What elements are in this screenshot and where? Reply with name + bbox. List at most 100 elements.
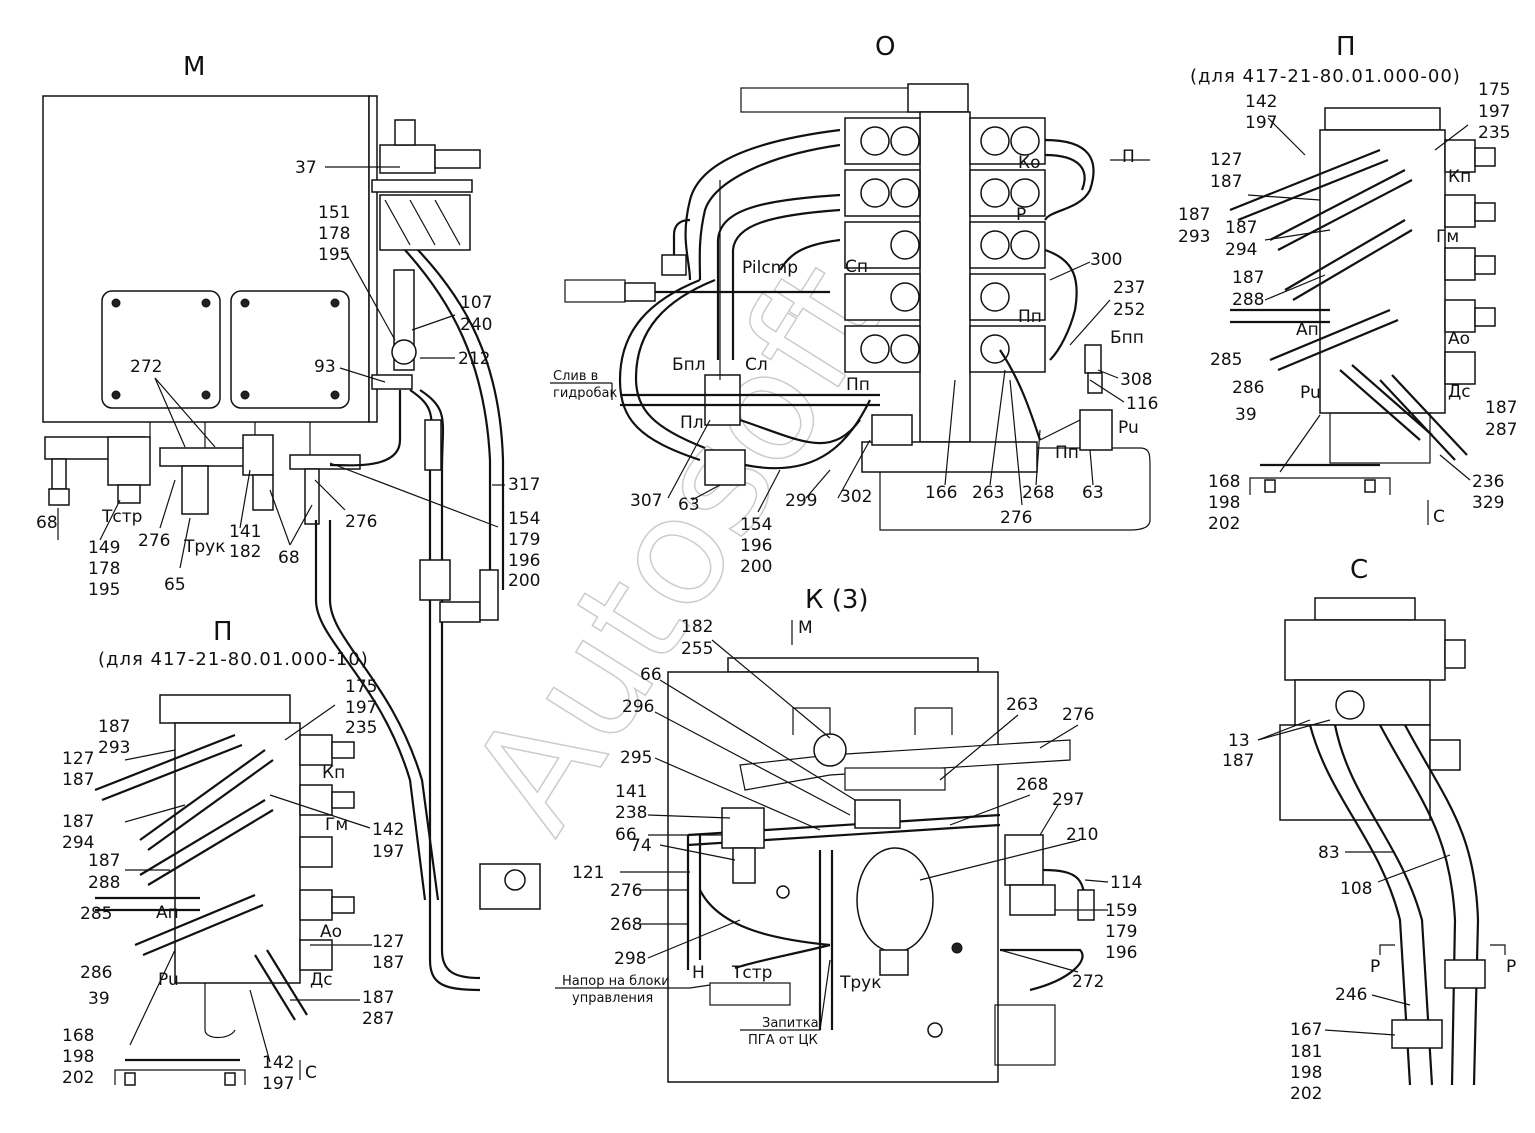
callout-187-c: 187 [1225, 218, 1257, 238]
label-tstr: Тстр [731, 963, 772, 983]
callout-197-b: 197 [1478, 102, 1510, 122]
callout-285: 285 [80, 904, 112, 924]
callout-235: 235 [1478, 123, 1510, 143]
callout-287: 287 [1485, 420, 1517, 440]
label-p-right: Р [1506, 957, 1516, 977]
callout-187-d: 187 [88, 851, 120, 871]
label-pp-right: Пп [1055, 443, 1079, 463]
callout-196: 196 [740, 536, 772, 556]
callout-121: 121 [572, 863, 604, 883]
callout-66: 66 [640, 665, 662, 685]
callout-141: 141 [229, 522, 261, 542]
callout-197-c: 197 [262, 1074, 294, 1094]
callout-329: 329 [1472, 493, 1504, 513]
callout-288: 288 [1232, 290, 1264, 310]
callout-65: 65 [164, 575, 186, 595]
view-o-title: О [875, 32, 895, 62]
callout-187-e: 187 [1485, 398, 1517, 418]
label-sl: Сл [745, 355, 768, 375]
label-pu: Pu [158, 970, 179, 990]
valve-section-c-top [1284, 619, 1446, 681]
callout-308: 308 [1120, 370, 1152, 390]
callout-179: 179 [508, 530, 540, 550]
label-sp: Сп [845, 257, 868, 277]
callout-210: 210 [1066, 825, 1098, 845]
callout-154: 154 [740, 515, 772, 535]
label-bpp: Бпп [1110, 328, 1144, 348]
callout-108: 108 [1340, 879, 1372, 899]
callout-142-c: 142 [262, 1053, 294, 1073]
label-ko: Ко [1018, 153, 1040, 173]
view-p-bottom-subtitle: (для 417-21-80.01.000-10) [98, 649, 369, 670]
label-arrow-m: М [798, 618, 813, 638]
valve-block-bottom [174, 722, 301, 984]
callout-154: 154 [508, 509, 540, 529]
callout-195: 195 [318, 245, 350, 265]
callout-141: 141 [615, 782, 647, 802]
label-p-left: Р [1370, 957, 1380, 977]
callout-246: 246 [1335, 985, 1367, 1005]
label-truk: Трук [183, 537, 226, 557]
callout-142: 142 [372, 820, 404, 840]
label-bpl: Бпл [672, 355, 706, 375]
view-m: М [36, 52, 541, 992]
callout-37: 37 [295, 158, 317, 178]
valve-block-top [1319, 129, 1446, 414]
callout-202: 202 [1208, 514, 1240, 534]
label-ao: Ао [1448, 329, 1470, 349]
callout-296: 296 [622, 697, 654, 717]
callout-276-left: 276 [138, 531, 170, 551]
label-supply-2: управления [572, 991, 653, 1006]
callout-272: 272 [130, 357, 162, 377]
label-kp: Кп [322, 763, 345, 783]
callout-198: 198 [62, 1047, 94, 1067]
label-ap: Ап [156, 903, 179, 923]
hose-top [740, 87, 922, 113]
callout-272: 272 [1072, 972, 1104, 992]
label-gm: Гм [325, 815, 348, 835]
callout-178: 178 [318, 224, 350, 244]
cabinet-panel-left [101, 290, 221, 409]
view-p-top-title: П [1336, 32, 1356, 62]
callout-198: 198 [1208, 493, 1240, 513]
callout-263: 263 [1006, 695, 1038, 715]
callout-63-left: 63 [678, 495, 700, 515]
callout-317: 317 [508, 475, 540, 495]
callout-179: 179 [1105, 922, 1137, 942]
callout-159: 159 [1105, 901, 1137, 921]
label-kp: Кп [1448, 167, 1471, 187]
valve-section-c-bottom [1279, 724, 1431, 821]
callout-182: 182 [681, 617, 713, 637]
callout-302: 302 [840, 487, 872, 507]
callout-293: 293 [1178, 227, 1210, 247]
callout-196: 196 [508, 551, 540, 571]
label-drain-2: гидробак [553, 386, 617, 401]
label-arrow-p: П [1122, 147, 1135, 167]
callout-200: 200 [740, 557, 772, 577]
callout-181: 181 [1290, 1042, 1322, 1062]
callout-175: 175 [345, 677, 377, 697]
callout-268: 268 [1022, 483, 1054, 503]
callout-197: 197 [345, 698, 377, 718]
view-c-title: С [1350, 555, 1368, 585]
view-p-bottom: П (для 417-21-80.01.000-10) 175 197 235 … [62, 617, 404, 1094]
view-m-title: М [183, 52, 205, 82]
callout-298: 298 [614, 949, 646, 969]
callout-300: 300 [1090, 250, 1122, 270]
callout-127: 127 [1210, 150, 1242, 170]
view-p-top: П (для 417-21-80.01.000-00) 142 197 175 … [1178, 32, 1517, 534]
label-pu: Pu [1118, 418, 1139, 438]
callout-252: 252 [1113, 300, 1145, 320]
label-ds: Дс [1448, 382, 1471, 402]
callout-197: 197 [1245, 113, 1277, 133]
callout-268: 268 [610, 915, 642, 935]
callout-307: 307 [630, 491, 662, 511]
callout-294: 294 [62, 833, 94, 853]
callout-66-b: 66 [615, 825, 637, 845]
valve-stack-center [919, 111, 971, 443]
callout-263: 263 [972, 483, 1004, 503]
callout-195-b: 195 [88, 580, 120, 600]
callout-255: 255 [681, 639, 713, 659]
callout-236: 236 [1472, 472, 1504, 492]
callout-93: 93 [314, 357, 336, 377]
